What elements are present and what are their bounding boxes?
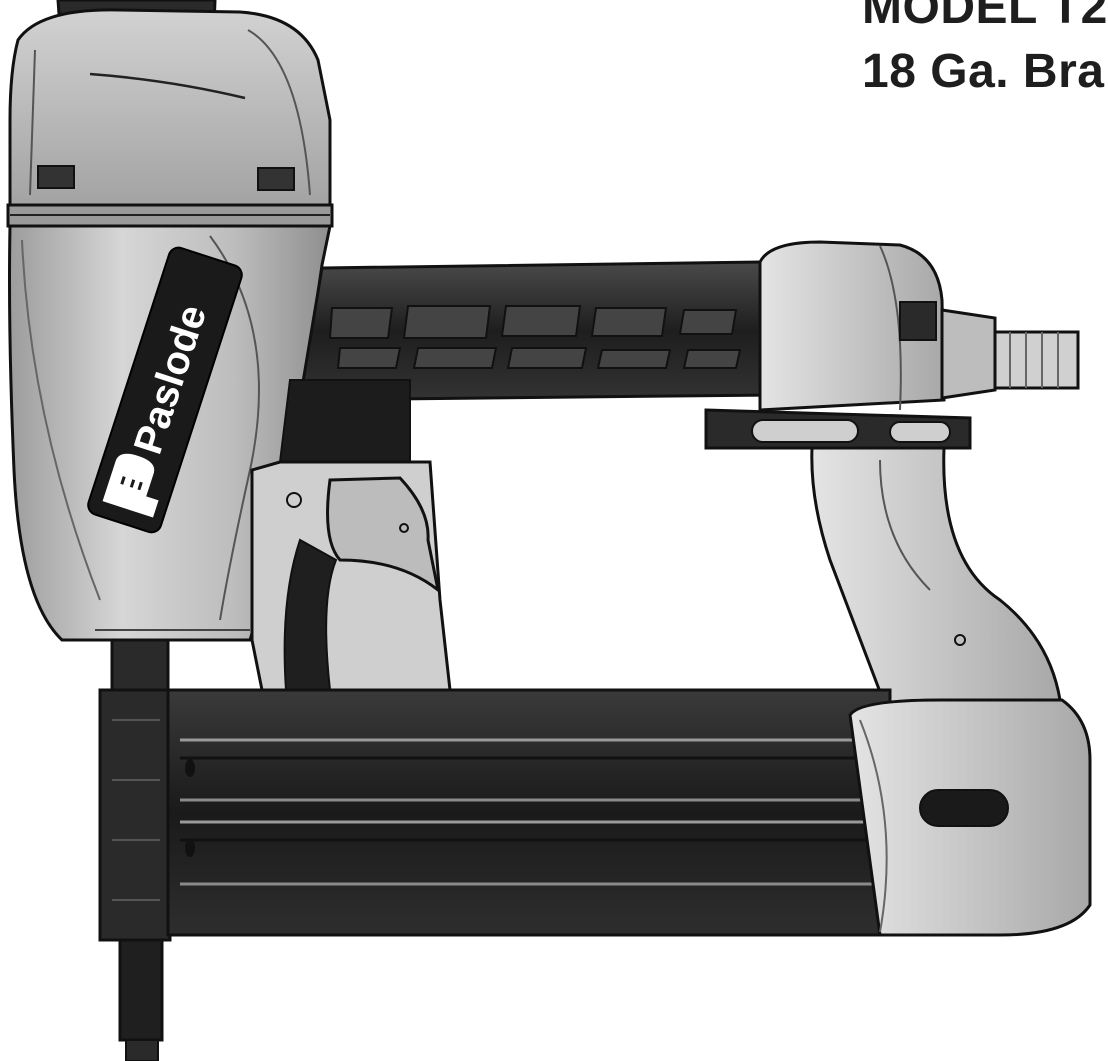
belt-hook — [704, 408, 972, 450]
paslode-logo: Paslode — [87, 246, 243, 534]
air-fitting-icon — [940, 308, 1080, 400]
magazine-end-cap — [848, 698, 1092, 937]
exhaust-cap — [6, 0, 334, 228]
handle-grip — [278, 260, 772, 463]
nose-piece — [98, 638, 172, 1061]
model-heading: MODEL T2 — [862, 0, 1108, 34]
rear-cap — [758, 240, 946, 412]
magazine — [166, 688, 892, 937]
product-subtitle: 18 Ga. Bra — [862, 45, 1105, 98]
trigger — [283, 476, 441, 691]
